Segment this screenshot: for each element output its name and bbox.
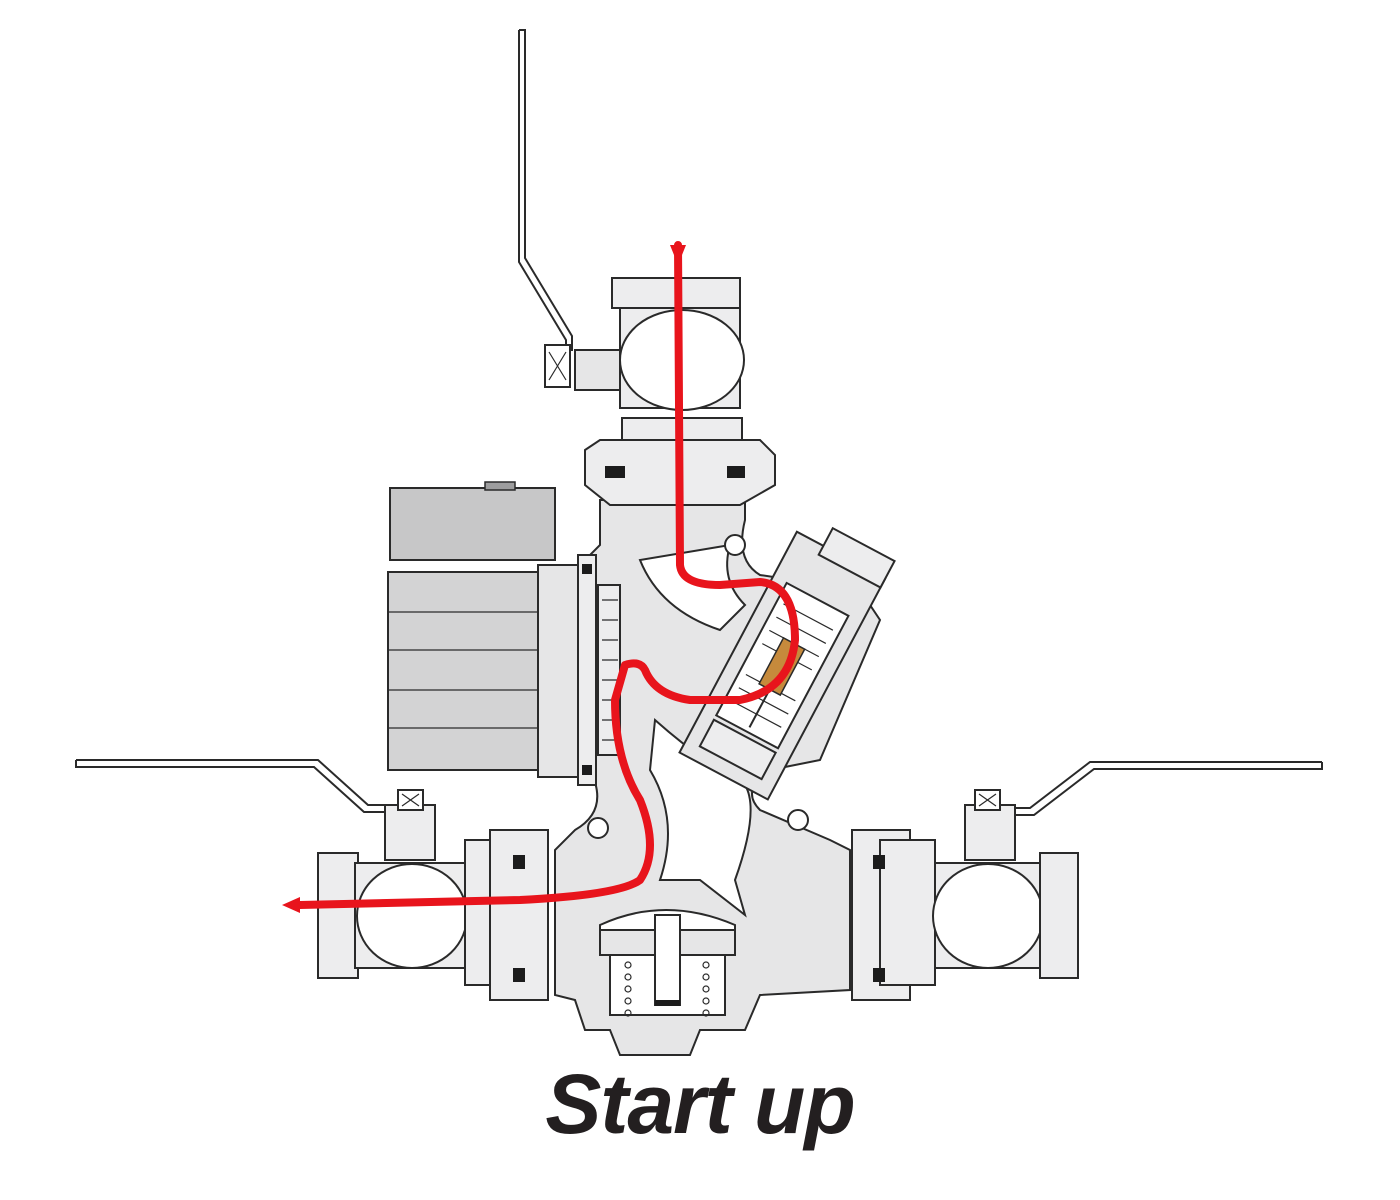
check-valve bbox=[599, 909, 736, 1017]
motor-housing bbox=[387, 571, 539, 771]
left-valve-handle bbox=[75, 759, 396, 813]
flow-inlet-arrow bbox=[670, 245, 686, 265]
flow-path-line bbox=[296, 241, 799, 909]
top-ball-valve bbox=[518, 29, 776, 506]
left-ball-valve bbox=[75, 759, 549, 1001]
right-valve-handle bbox=[1004, 761, 1323, 816]
right-ball-valve bbox=[851, 761, 1323, 1001]
flow-path bbox=[282, 241, 799, 913]
diagram-caption: Start up bbox=[545, 1057, 855, 1151]
pump-motor bbox=[387, 481, 621, 786]
top-valve-handle bbox=[518, 29, 573, 351]
flow-outlet-arrow bbox=[282, 897, 300, 913]
terminal-box bbox=[389, 487, 556, 561]
